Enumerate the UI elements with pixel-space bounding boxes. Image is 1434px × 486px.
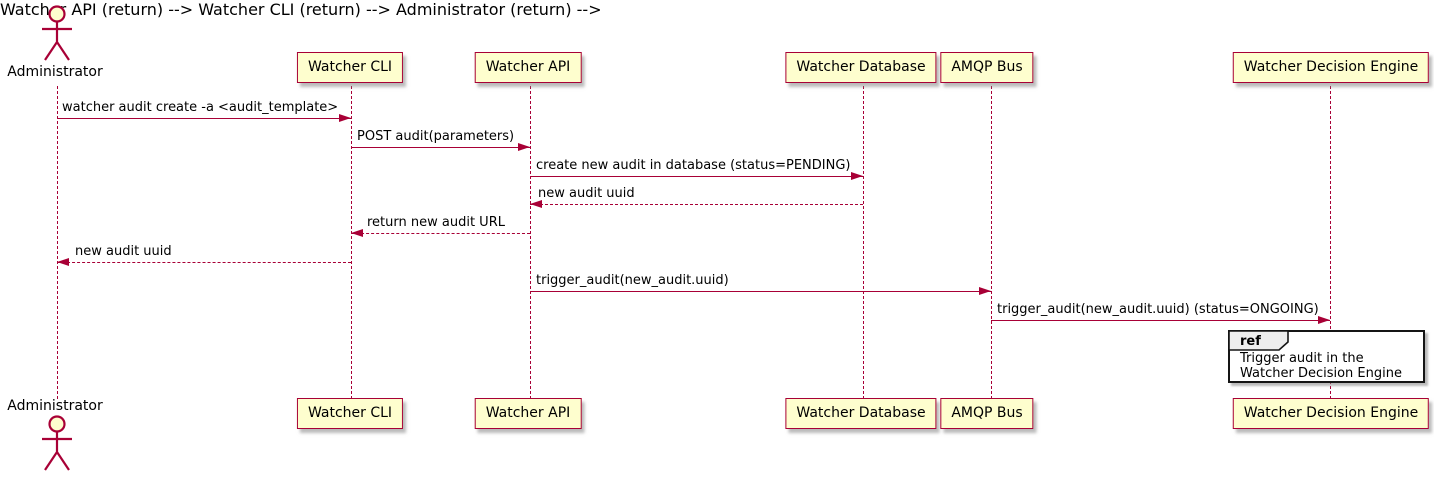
participant-watcher-cli-top: Watcher CLI: [296, 52, 404, 83]
participant-watcher-database-bottom: Watcher Database: [785, 398, 937, 429]
message-label: new audit uuid: [75, 244, 172, 259]
ref-pentagon-icon: [1228, 330, 1289, 351]
ref-text-line: Trigger audit in the: [1240, 351, 1364, 366]
ref-fragment: ref Trigger audit in the Watcher Decisio…: [1228, 330, 1425, 383]
message-line: [991, 320, 1330, 321]
arrowhead-icon: [518, 143, 530, 151]
actor-label-top: Administrator: [7, 64, 103, 80]
participant-watcher-cli-bottom: Watcher CLI: [296, 398, 404, 429]
message-line: [57, 262, 351, 263]
message-label: trigger_audit(new_audit.uuid) (status=ON…: [997, 302, 1319, 317]
message-label: POST audit(parameters): [357, 129, 515, 144]
actor-icon: [42, 415, 72, 471]
message-line: [351, 147, 530, 148]
participant-watcher-decision-engine-bottom: Watcher Decision Engine: [1232, 398, 1430, 429]
message-line: [530, 176, 863, 177]
message-label: new audit uuid: [538, 186, 635, 201]
actor-label-bottom: Administrator: [7, 398, 103, 414]
arrowhead-icon: [351, 229, 363, 237]
participant-watcher-database-top: Watcher Database: [785, 52, 937, 83]
participant-watcher-decision-engine-top: Watcher Decision Engine: [1232, 52, 1430, 83]
arrowhead-icon: [1318, 316, 1330, 324]
ref-keyword: ref: [1240, 334, 1261, 349]
arrowhead-icon: [979, 287, 991, 295]
ref-text: Trigger audit in the Watcher Decision En…: [1240, 351, 1402, 381]
message-line: [530, 204, 863, 205]
actor-icon: [42, 5, 72, 61]
message-line: [57, 118, 351, 119]
arrowhead-icon: [530, 200, 542, 208]
message-label: trigger_audit(new_audit.uuid): [536, 273, 729, 288]
lifeline-watcher-api: [530, 86, 531, 399]
arrowhead-icon: [851, 172, 863, 180]
message-line: [351, 233, 530, 234]
lifeline-watcher-cli: [351, 86, 352, 399]
participant-amqp-bus-top: AMQP Bus: [940, 52, 1034, 83]
arrowhead-icon: [339, 114, 351, 122]
message-line: [530, 291, 991, 292]
message-label: watcher audit create -a <audit_template>: [62, 100, 339, 115]
lifeline-amqp-bus: [991, 86, 992, 399]
lifeline-watcher-database: [863, 86, 864, 399]
lifeline-administrator: [57, 86, 58, 399]
participant-watcher-api-top: Watcher API: [474, 52, 582, 83]
participant-watcher-api-bottom: Watcher API: [474, 398, 582, 429]
participant-amqp-bus-bottom: AMQP Bus: [940, 398, 1034, 429]
message-label: return new audit URL: [367, 215, 505, 230]
ref-text-line: Watcher Decision Engine: [1240, 366, 1402, 381]
arrowhead-icon: [57, 258, 69, 266]
message-label: create new audit in database (status=PEN…: [536, 158, 851, 173]
lifeline-watcher-decision-engine: [1330, 86, 1331, 399]
